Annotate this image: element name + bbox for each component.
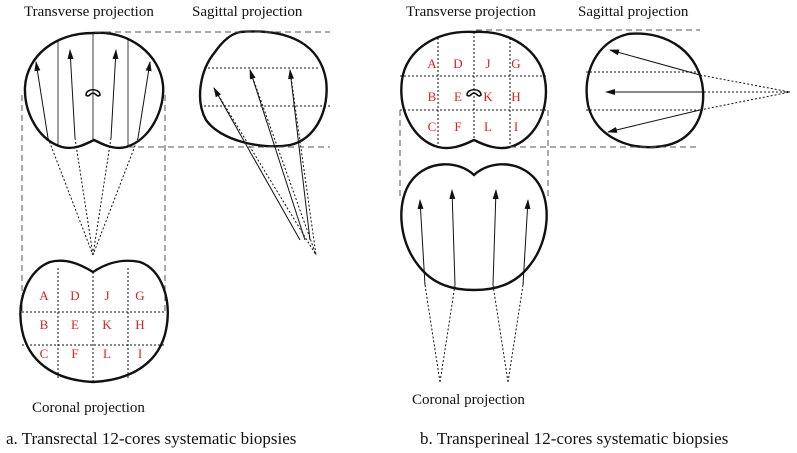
- panel-b-transverse-title: Transverse projection: [406, 4, 536, 20]
- panel-b-sagittal-title: Sagittal projection: [578, 4, 689, 20]
- zone-label-f: F: [454, 119, 461, 134]
- panel-a-coronal-view: [19, 259, 169, 384]
- zone-label-a: A: [39, 288, 49, 303]
- zone-label-i: I: [138, 346, 142, 361]
- zone-label-a: A: [427, 56, 437, 71]
- zone-label-g: G: [135, 288, 144, 303]
- panel-a-transverse-view: [23, 31, 165, 256]
- panel-a-sagittal-title: Sagittal projection: [192, 4, 303, 20]
- zone-label-f: F: [71, 346, 78, 361]
- panel-a-coronal-title: Coronal projection: [32, 400, 145, 416]
- panel-b-coronal-title: Coronal projection: [412, 392, 525, 408]
- panel-b-caption: b. Transperineal 12-cores systematic bio…: [420, 429, 728, 448]
- zone-label-e: E: [454, 89, 462, 104]
- panel-b-sagittal-view: [585, 32, 791, 149]
- panel-b-zone-labels: A D J G B E K H C F L I: [427, 56, 520, 134]
- panel-a-caption: a. Transrectal 12-cores systematic biops…: [6, 429, 296, 448]
- zone-label-k: K: [102, 317, 112, 332]
- panel-a: Transverse projection Sagittal projectio…: [6, 4, 330, 448]
- zone-label-b: B: [40, 317, 49, 332]
- zone-label-d: D: [453, 56, 462, 71]
- panel-a-zone-labels: A D J G B E K H C F L I: [39, 288, 144, 361]
- panel-b-coronal-view: [400, 163, 548, 383]
- panel-b-transverse-view: [400, 30, 548, 150]
- zone-label-b: B: [428, 89, 437, 104]
- zone-label-e: E: [71, 317, 79, 332]
- zone-label-h: H: [511, 89, 520, 104]
- panel-a-sagittal-view: [198, 30, 330, 256]
- zone-label-c: C: [40, 346, 49, 361]
- panel-b: Transverse projection Sagittal projectio…: [399, 4, 791, 448]
- zone-label-h: H: [135, 317, 144, 332]
- zone-label-i: I: [514, 119, 518, 134]
- zone-label-l: L: [484, 119, 492, 134]
- zone-label-k: K: [483, 89, 493, 104]
- zone-label-j: J: [485, 56, 490, 71]
- zone-label-g: G: [511, 56, 520, 71]
- zone-label-j: J: [104, 288, 109, 303]
- zone-label-l: L: [103, 346, 111, 361]
- zone-label-c: C: [428, 119, 437, 134]
- panel-a-transverse-title: Transverse projection: [24, 4, 154, 20]
- zone-label-d: D: [70, 288, 79, 303]
